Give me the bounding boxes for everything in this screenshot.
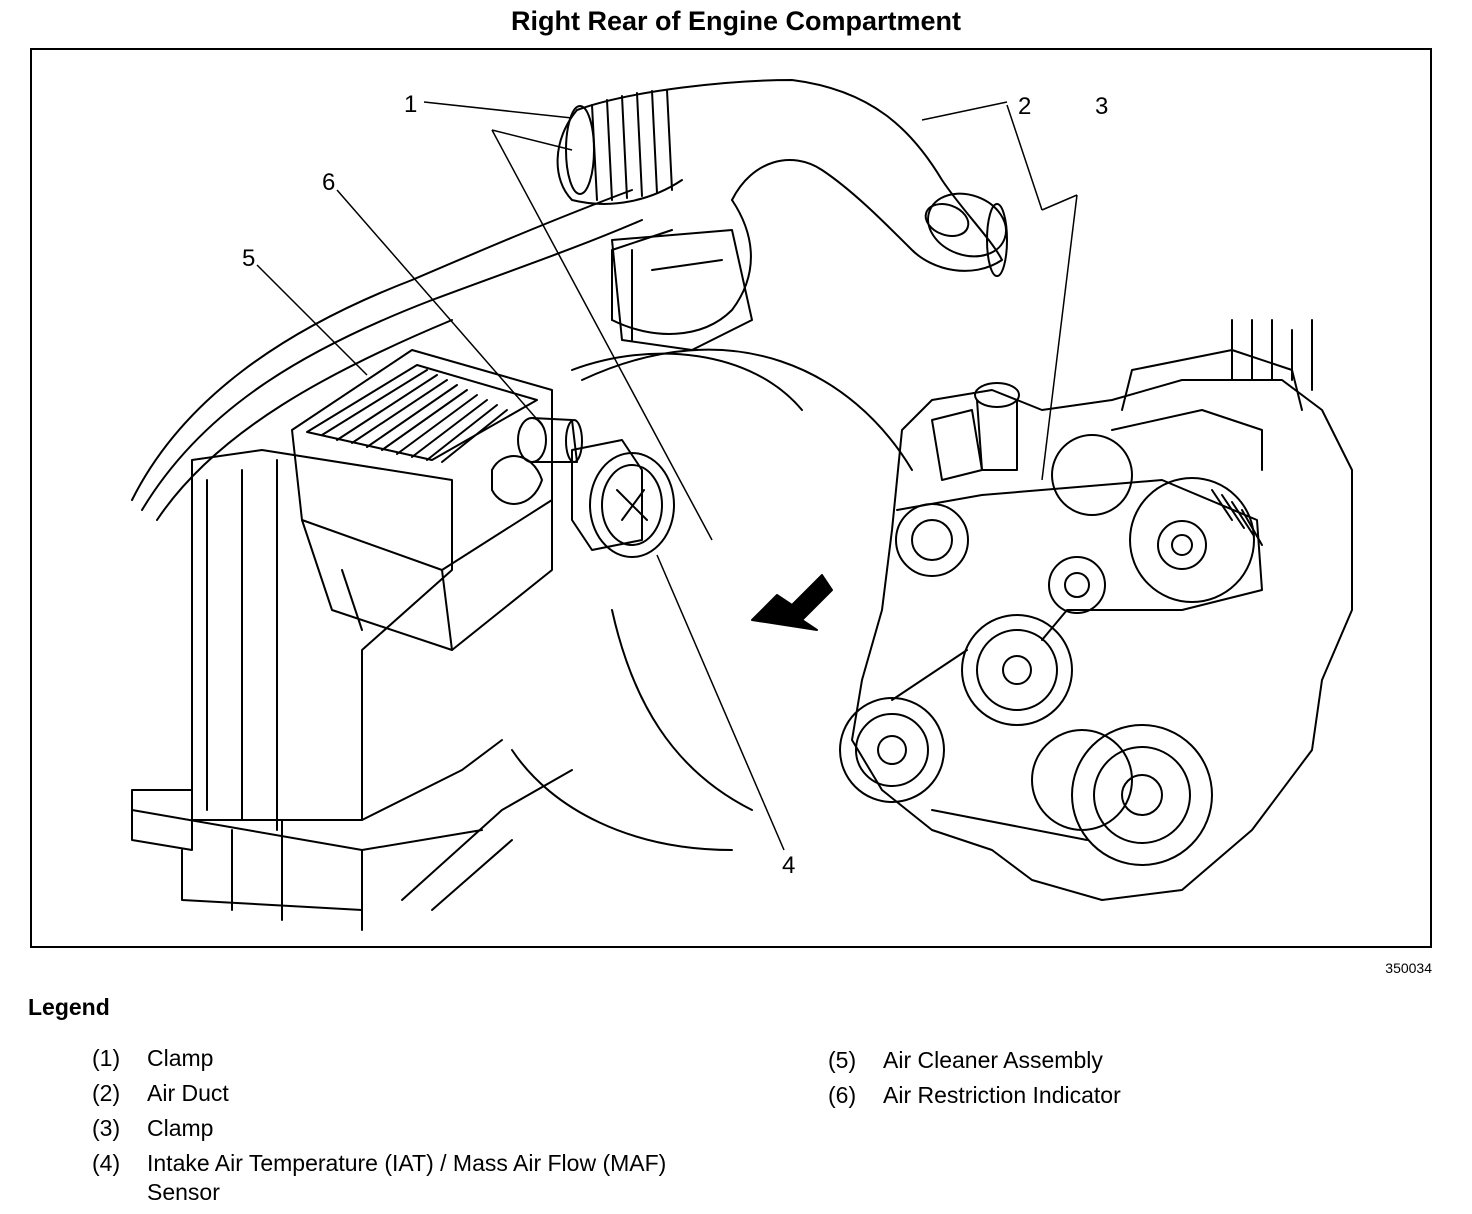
- legend-item-label: Air Restriction Indicator: [883, 1082, 1121, 1108]
- clamp-3-band: [986, 203, 1008, 277]
- leader-lines: [256, 101, 1078, 851]
- legend-item-number: (2): [92, 1080, 121, 1106]
- legend-item-label: Clamp: [147, 1115, 214, 1141]
- wheel-well: [571, 352, 803, 411]
- legend-item: (6) Air Restriction Indicator: [828, 1081, 1388, 1110]
- figure-id: 350034: [1385, 960, 1432, 976]
- legend-heading: Legend: [28, 994, 110, 1020]
- legend-column-left: (1) Clamp (2) Air Duct (3) Clamp (4) Int…: [92, 1044, 672, 1213]
- legend-column-right: (5) Air Cleaner Assembly (6) Air Restric…: [828, 1046, 1388, 1116]
- lower-brace: [361, 739, 503, 821]
- legend-item: (1) Clamp: [92, 1044, 672, 1073]
- air-cleaner-assembly: [291, 349, 553, 651]
- callout-6: 6: [322, 169, 335, 196]
- pulley-crank: [961, 614, 1073, 726]
- callout-4: 4: [782, 852, 795, 879]
- legend-item-number: (6): [828, 1082, 857, 1108]
- legend-item-label: Air Duct: [147, 1080, 229, 1106]
- callout-3: 3: [1095, 93, 1108, 120]
- fender-edge: [156, 319, 453, 521]
- pulley-power-steering: [1071, 724, 1213, 866]
- fender-outline: [131, 189, 633, 501]
- engine-illustration: 1 2 3 4 5 6: [131, 79, 1353, 931]
- legend-item: (3) Clamp: [92, 1114, 672, 1143]
- resonator: [611, 229, 753, 351]
- engine-block: [839, 319, 1353, 901]
- legend-item: (4) Intake Air Temperature (IAT) / Mass …: [92, 1149, 672, 1207]
- pulley-ac-compressor: [839, 697, 945, 803]
- legend-item: (2) Air Duct: [92, 1079, 672, 1108]
- diagram-title: Right Rear of Engine Compartment: [510, 6, 962, 36]
- direction-arrow: [751, 574, 833, 631]
- engine-illustration-frame: 1 2 3 4 5 6: [30, 48, 1432, 948]
- radiator-support: [131, 449, 483, 931]
- alternator: [1129, 477, 1255, 603]
- throttle-body: [1051, 434, 1133, 516]
- legend-item-number: (4): [92, 1150, 121, 1176]
- callout-5: 5: [242, 245, 255, 272]
- clamp-1-band: [565, 105, 595, 195]
- pulley-center-small: [1048, 556, 1106, 614]
- legend-item-label: Intake Air Temperature (IAT) / Mass Air …: [147, 1150, 667, 1205]
- pulley-lower-left: [1031, 729, 1133, 831]
- legend-item-number: (3): [92, 1115, 121, 1141]
- air-duct: [556, 79, 1007, 335]
- legend-item: (5) Air Cleaner Assembly: [828, 1046, 1388, 1075]
- fender-inner: [141, 219, 643, 511]
- legend-item-label: Air Cleaner Assembly: [883, 1047, 1103, 1073]
- callouts: 1 2 3 4 5 6: [242, 91, 1108, 879]
- legend-item-label: Clamp: [147, 1045, 214, 1071]
- callout-2: 2: [1018, 93, 1031, 120]
- legend-item-number: (1): [92, 1045, 121, 1071]
- legend-item-number: (5): [828, 1047, 857, 1073]
- air-restriction-indicator: [517, 417, 583, 463]
- callout-1: 1: [404, 91, 417, 118]
- pulley-left-upper: [895, 503, 969, 577]
- maf-sensor: [491, 439, 675, 558]
